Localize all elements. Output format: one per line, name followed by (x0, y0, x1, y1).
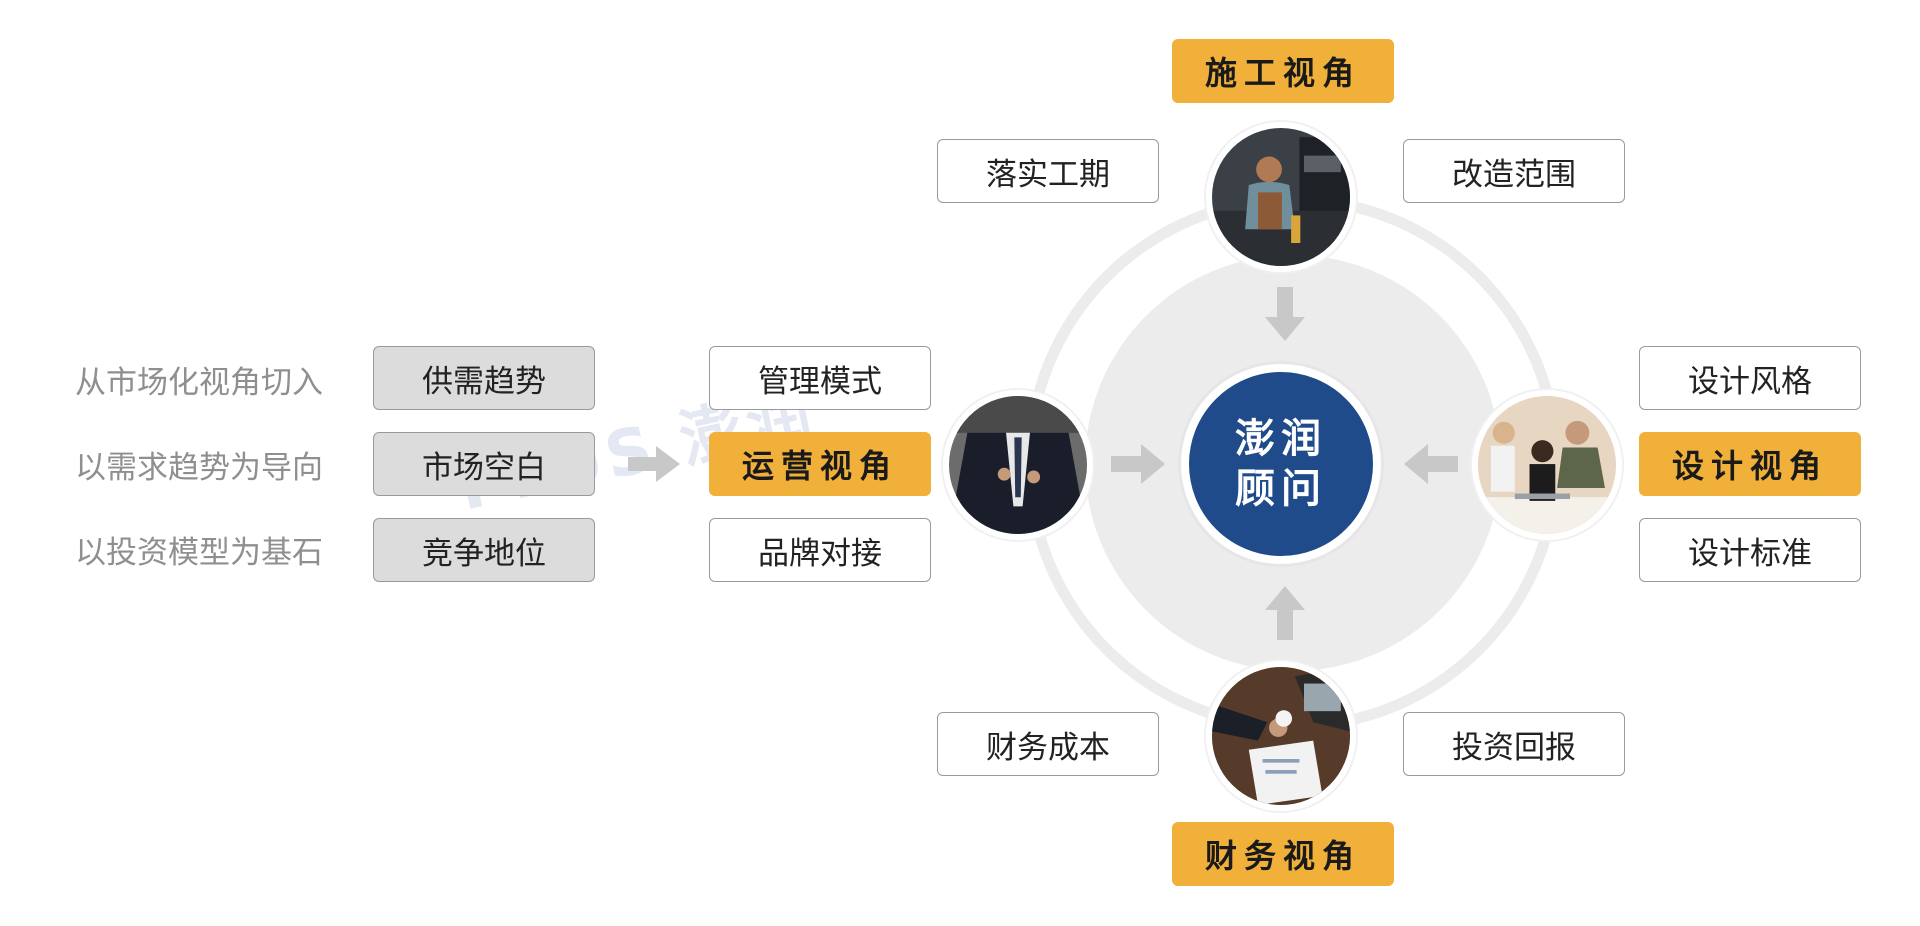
operation-photo (943, 390, 1093, 540)
box-supply-demand: 供需趋势 (373, 346, 595, 410)
box-schedule: 落实工期 (937, 139, 1159, 203)
box-brand-docking: 品牌对接 (709, 518, 931, 582)
arrow-right-icon (1111, 444, 1165, 484)
box-financial-cost: 财务成本 (937, 712, 1159, 776)
design-photo (1472, 390, 1622, 540)
box-design-standard: 设计标准 (1639, 518, 1861, 582)
designers-icon (1478, 396, 1616, 534)
center-title-line2: 顾问 (1235, 466, 1327, 512)
businessman-icon (949, 396, 1087, 534)
box-management-model: 管理模式 (709, 346, 931, 410)
center-circle: 澎润 顾问 (1181, 364, 1381, 564)
market-text-1: 从市场化视角切入 (75, 365, 323, 401)
design-perspective-label: 设计视角 (1639, 432, 1861, 496)
box-market-gap: 市场空白 (373, 432, 595, 496)
arrow-market-to-operation-icon (628, 446, 680, 482)
construction-photo (1206, 122, 1356, 272)
arrow-down-icon (1265, 287, 1305, 341)
center-title-line1: 澎润 (1235, 416, 1327, 462)
operation-perspective-label: 运营视角 (709, 432, 931, 496)
box-renovation-scope: 改造范围 (1403, 139, 1625, 203)
finance-desk-icon (1212, 667, 1350, 805)
market-text-3: 以投资模型为基石 (75, 535, 323, 571)
construction-worker-icon (1212, 128, 1350, 266)
finance-perspective-label: 财务视角 (1172, 822, 1394, 886)
construction-perspective-label: 施工视角 (1172, 39, 1394, 103)
market-text-2: 以需求趋势为导向 (75, 450, 323, 486)
arrow-up-icon (1265, 586, 1305, 640)
box-competitive-position: 竞争地位 (373, 518, 595, 582)
box-investment-return: 投资回报 (1403, 712, 1625, 776)
box-design-style: 设计风格 (1639, 346, 1861, 410)
arrow-left-icon (1404, 444, 1458, 484)
finance-photo (1206, 661, 1356, 811)
